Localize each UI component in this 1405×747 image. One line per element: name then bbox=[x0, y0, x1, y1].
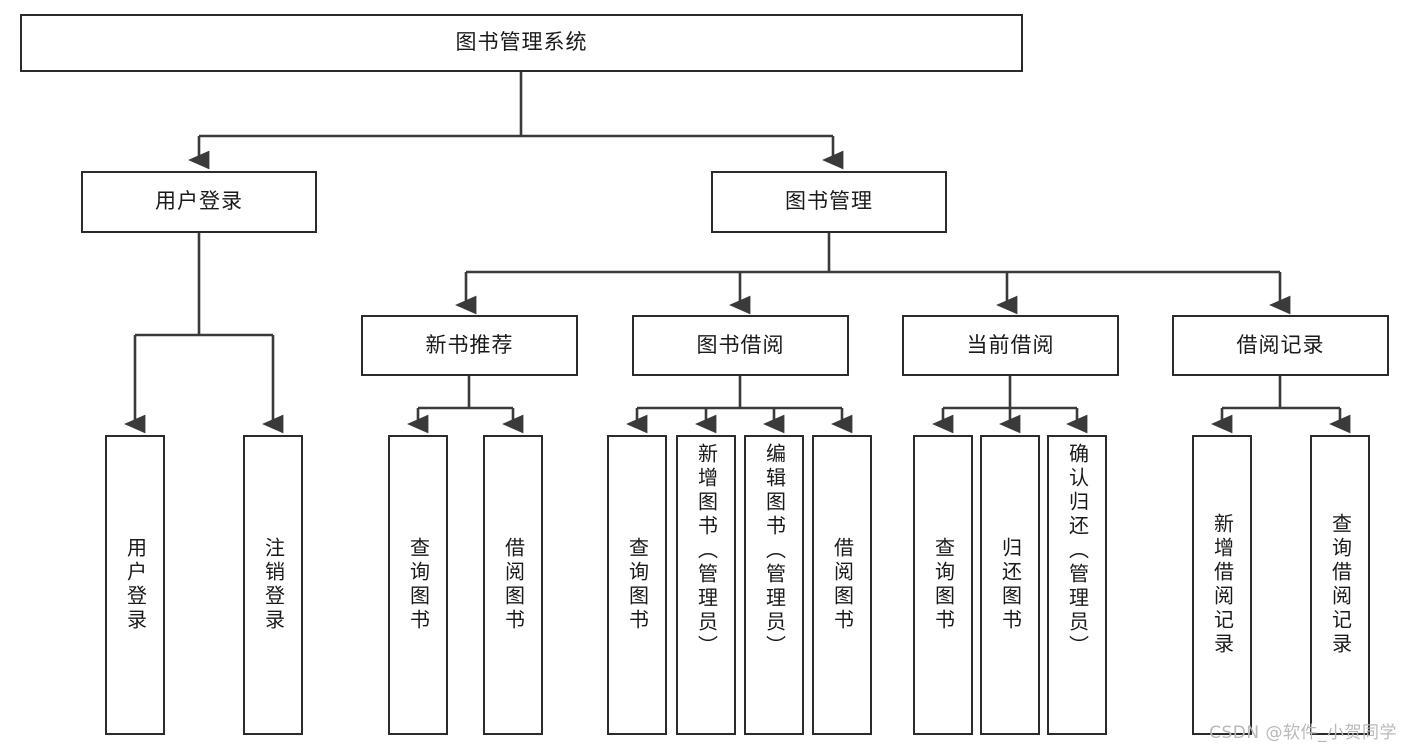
node-user-login[interactable]: 用户登录 bbox=[81, 171, 317, 233]
node-leaf-edit-book[interactable]: 编辑图书（管理员） bbox=[744, 435, 804, 735]
node-book-borrow[interactable]: 图书借阅 bbox=[632, 315, 849, 376]
node-leaf-edit-book-label: 编辑图书（管理员） bbox=[762, 443, 787, 659]
node-leaf-query-book-1-label: 查询图书 bbox=[406, 537, 431, 633]
node-leaf-query-book-3[interactable]: 查询图书 bbox=[913, 435, 973, 735]
node-leaf-add-book-label: 新增图书（管理员） bbox=[694, 443, 719, 659]
node-leaf-add-record-label: 新增借阅记录 bbox=[1210, 513, 1235, 657]
node-borrow-record-label: 借阅记录 bbox=[1236, 332, 1325, 357]
node-root[interactable]: 图书管理系统 bbox=[20, 14, 1023, 72]
node-leaf-borrow-book-1[interactable]: 借阅图书 bbox=[483, 435, 543, 735]
node-borrow-record[interactable]: 借阅记录 bbox=[1172, 315, 1389, 376]
node-leaf-query-record-label: 查询借阅记录 bbox=[1328, 513, 1353, 657]
node-leaf-user-logout-label: 注销登录 bbox=[261, 537, 286, 633]
node-leaf-borrow-book-1-label: 借阅图书 bbox=[501, 537, 526, 633]
node-current-borrow[interactable]: 当前借阅 bbox=[902, 315, 1119, 376]
node-leaf-user-logout[interactable]: 注销登录 bbox=[243, 435, 303, 735]
node-leaf-add-book[interactable]: 新增图书（管理员） bbox=[676, 435, 736, 735]
node-book-manage[interactable]: 图书管理 bbox=[711, 171, 947, 233]
node-leaf-borrow-book-2[interactable]: 借阅图书 bbox=[812, 435, 872, 735]
node-book-borrow-label: 图书借阅 bbox=[696, 332, 785, 357]
node-leaf-confirm-return[interactable]: 确认归还（管理员） bbox=[1047, 435, 1107, 735]
node-leaf-return-book-label: 归还图书 bbox=[998, 537, 1023, 633]
node-leaf-confirm-return-label: 确认归还（管理员） bbox=[1065, 443, 1090, 659]
node-leaf-query-book-2-label: 查询图书 bbox=[625, 537, 650, 633]
node-leaf-query-book-3-label: 查询图书 bbox=[931, 537, 956, 633]
node-new-book-recommend[interactable]: 新书推荐 bbox=[361, 315, 578, 376]
node-leaf-query-book-1[interactable]: 查询图书 bbox=[388, 435, 448, 735]
node-new-book-recommend-label: 新书推荐 bbox=[425, 332, 514, 357]
node-leaf-query-book-2[interactable]: 查询图书 bbox=[607, 435, 667, 735]
node-leaf-return-book[interactable]: 归还图书 bbox=[980, 435, 1040, 735]
node-leaf-query-record[interactable]: 查询借阅记录 bbox=[1310, 435, 1370, 735]
node-leaf-borrow-book-2-label: 借阅图书 bbox=[830, 537, 855, 633]
node-leaf-add-record[interactable]: 新增借阅记录 bbox=[1192, 435, 1252, 735]
node-leaf-user-login[interactable]: 用户登录 bbox=[105, 435, 165, 735]
watermark-text: CSDN @软件_小贺同学 bbox=[1209, 723, 1397, 743]
node-leaf-user-login-label: 用户登录 bbox=[123, 537, 148, 633]
node-book-manage-label: 图书管理 bbox=[785, 189, 873, 214]
node-current-borrow-label: 当前借阅 bbox=[966, 332, 1055, 357]
node-root-label: 图书管理系统 bbox=[455, 30, 588, 55]
node-user-login-label: 用户登录 bbox=[155, 189, 243, 214]
